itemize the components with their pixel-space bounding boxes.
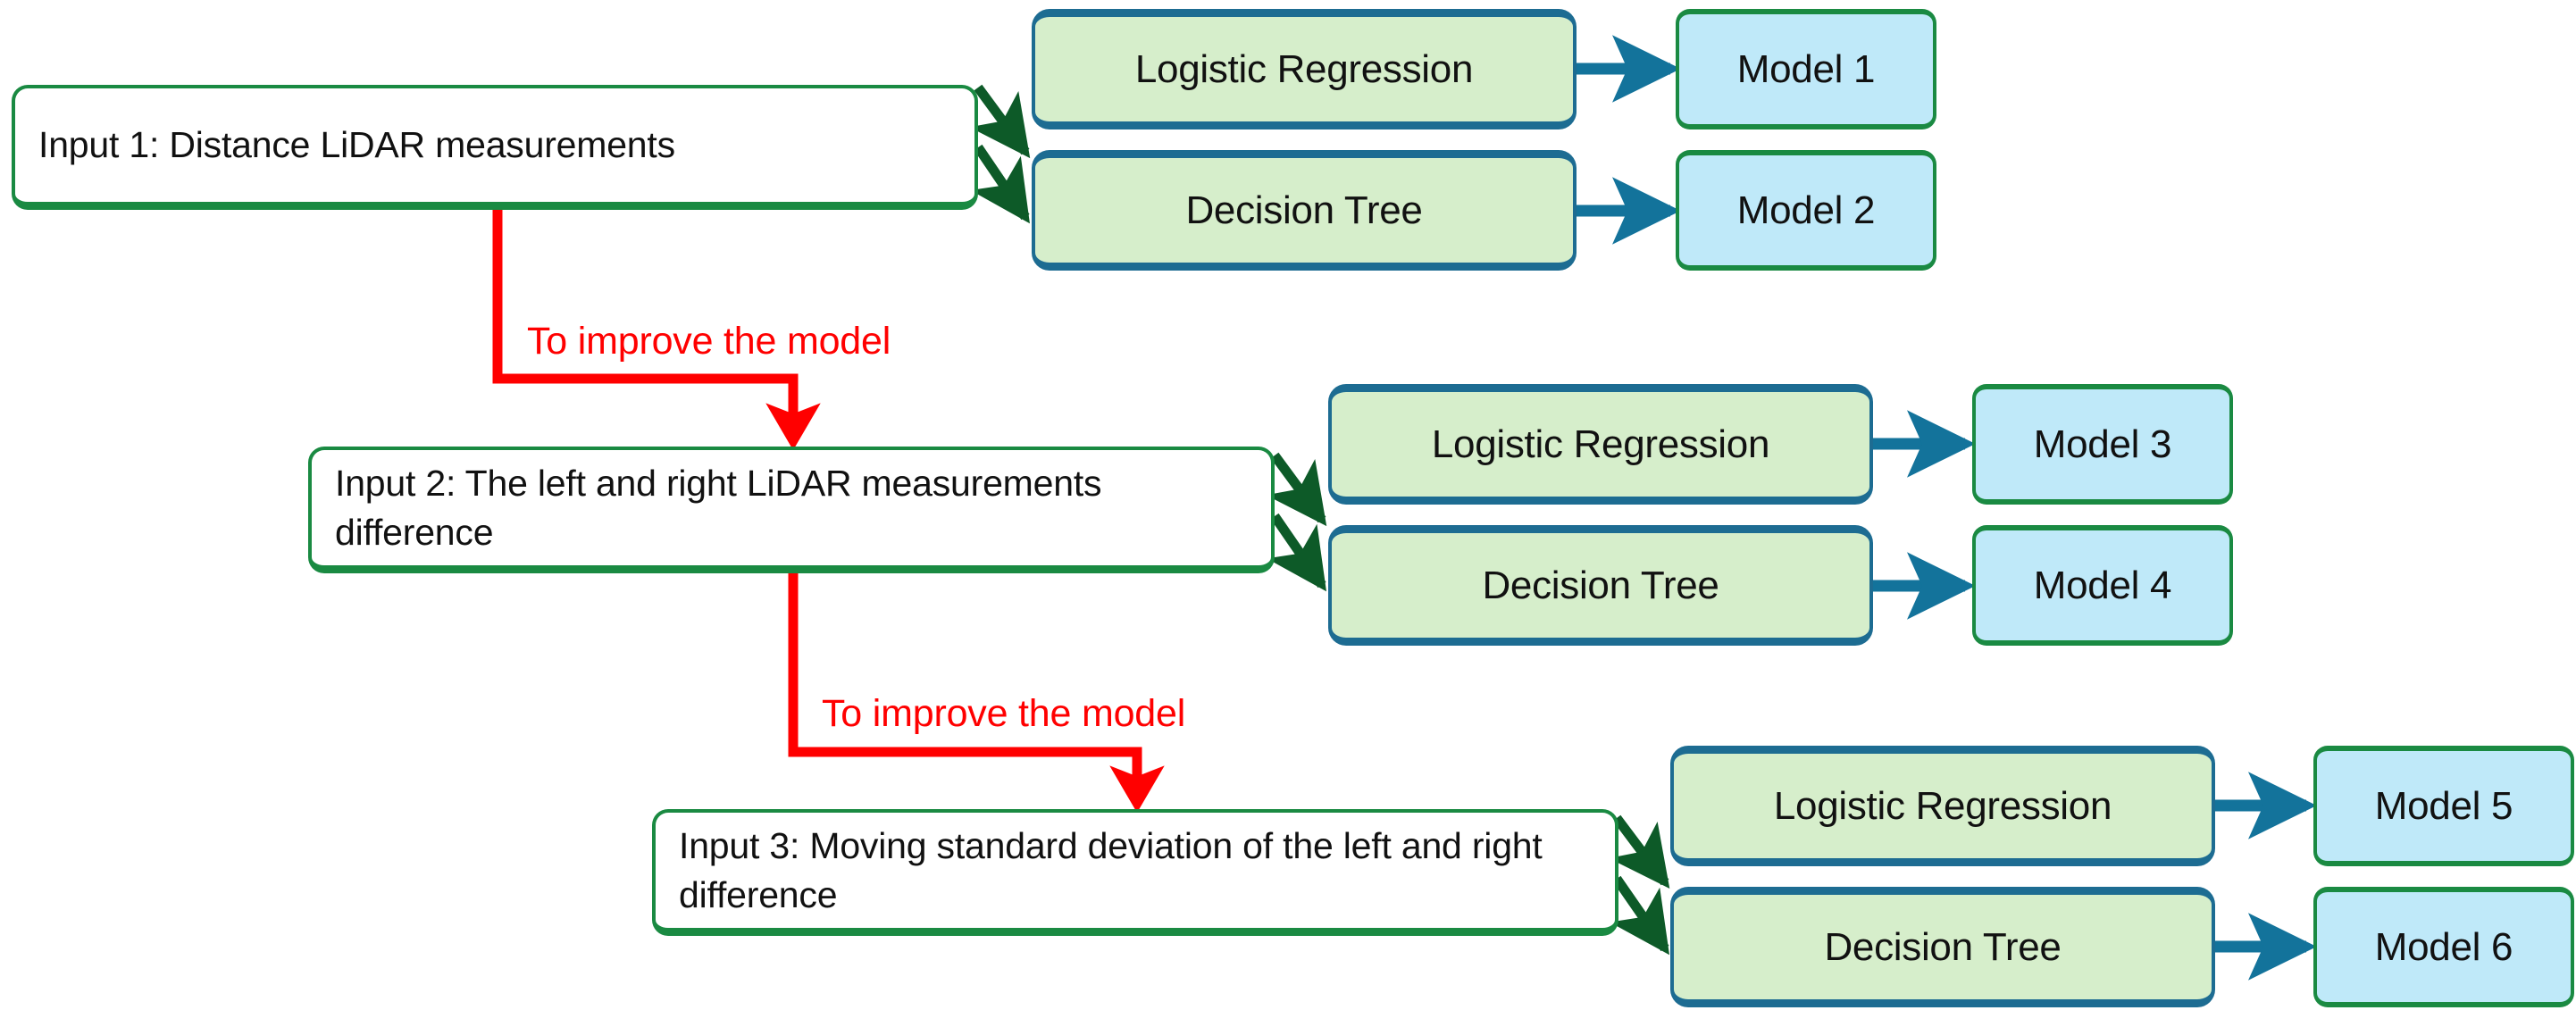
improve-label-1: To improve the model <box>527 320 891 363</box>
algo-box-decision-tree-3-label: Decision Tree <box>1824 924 2062 969</box>
fork-arrows-row-2 <box>1266 452 1327 592</box>
fork-arrows-row-1 <box>969 84 1031 224</box>
model-arrows-row-3 <box>2213 772 2317 981</box>
algo-box-logistic-regression-3[interactable]: Logistic Regression <box>1670 746 2215 866</box>
algo-box-decision-tree-1-label: Decision Tree <box>1185 188 1423 232</box>
input-box-1[interactable]: Input 1: Distance LiDAR measurements <box>12 85 978 210</box>
algo-box-decision-tree-3[interactable]: Decision Tree <box>1670 887 2215 1007</box>
algo-box-logistic-regression-3-label: Logistic Regression <box>1773 783 2112 828</box>
model-box-1-label: Model 1 <box>1736 46 1876 91</box>
model-box-3[interactable]: Model 3 <box>1972 384 2233 505</box>
model-arrows-row-2 <box>1872 410 1976 620</box>
algo-box-decision-tree-2-label: Decision Tree <box>1482 563 1719 607</box>
model-box-4[interactable]: Model 4 <box>1972 525 2233 646</box>
fork-arrows-row-3 <box>1609 814 1670 956</box>
model-box-3-label: Model 3 <box>2033 422 2172 466</box>
algo-box-logistic-regression-1-label: Logistic Regression <box>1134 46 1474 91</box>
model-box-4-label: Model 4 <box>2033 563 2172 607</box>
algo-box-decision-tree-1[interactable]: Decision Tree <box>1032 150 1577 271</box>
model-box-6[interactable]: Model 6 <box>2313 887 2574 1007</box>
improve-label-2: To improve the model <box>822 692 1186 735</box>
algo-box-decision-tree-2[interactable]: Decision Tree <box>1328 525 1873 646</box>
algo-box-logistic-regression-2[interactable]: Logistic Regression <box>1328 384 1873 505</box>
input-box-2[interactable]: Input 2: The left and right LiDAR measur… <box>308 447 1275 573</box>
model-box-6-label: Model 6 <box>2374 924 2513 969</box>
model-box-5-label: Model 5 <box>2374 783 2513 828</box>
input-box-3[interactable]: Input 3: Moving standard deviation of th… <box>652 809 1618 936</box>
model-box-5[interactable]: Model 5 <box>2313 746 2574 866</box>
input-box-1-label: Input 1: Distance LiDAR measurements <box>38 124 675 166</box>
model-arrows-row-1 <box>1576 35 1681 245</box>
model-box-2-label: Model 2 <box>1736 188 1876 232</box>
model-box-2[interactable]: Model 2 <box>1676 150 1936 271</box>
model-box-1[interactable]: Model 1 <box>1676 9 1936 129</box>
input-box-2-label: Input 2: The left and right LiDAR measur… <box>335 463 1102 553</box>
algo-box-logistic-regression-1[interactable]: Logistic Regression <box>1032 9 1577 129</box>
algo-box-logistic-regression-2-label: Logistic Regression <box>1431 422 1770 466</box>
input-box-3-label: Input 3: Moving standard deviation of th… <box>679 825 1543 915</box>
improve-arrow-2 <box>788 572 1165 814</box>
